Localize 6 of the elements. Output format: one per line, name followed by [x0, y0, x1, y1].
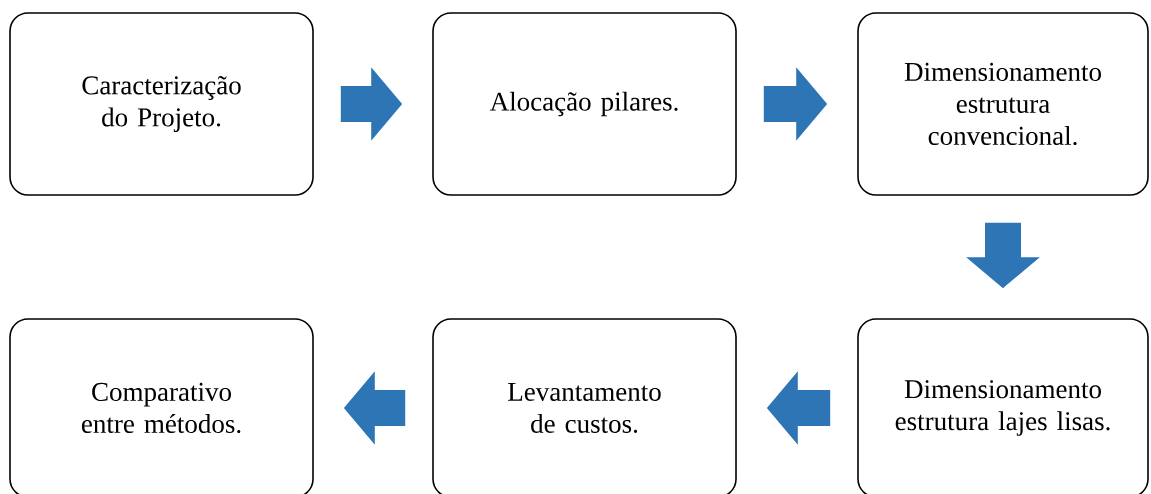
process-box: Alocação pilares.: [432, 12, 737, 196]
process-box: Caracterização do Projeto.: [9, 12, 314, 196]
process-box: Levantamento de custos.: [432, 318, 737, 494]
process-box: Dimensionamento estrutura lajes lisas.: [857, 318, 1149, 494]
process-box: Dimensionamento estrutura convencional.: [857, 12, 1149, 196]
process-box: Comparativo entre métodos.: [9, 318, 314, 494]
